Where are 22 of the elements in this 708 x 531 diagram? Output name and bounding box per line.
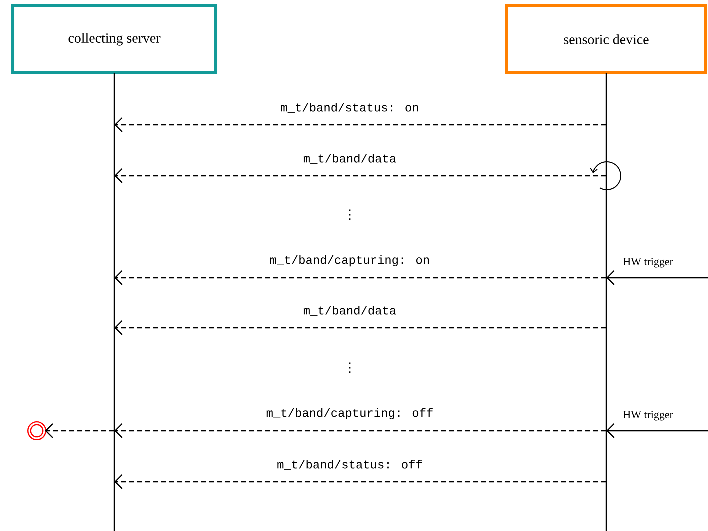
ellipsis: ⋮	[349, 362, 351, 374]
message-arrow	[114, 270, 606, 286]
message-label: m_t/band/status: on	[281, 103, 418, 113]
message-label: m_t/band/capturing: on	[270, 255, 430, 267]
participant-box: collecting server	[12, 4, 218, 74]
message-arrow	[114, 320, 606, 336]
trigger-label: HW trigger	[624, 258, 674, 268]
participant-box: sensoric device	[506, 4, 708, 74]
message-label: m_t/band/status: off	[278, 460, 422, 470]
message-arrow	[114, 168, 606, 184]
message-arrow	[114, 118, 606, 132]
message-arrow	[606, 424, 708, 438]
end-marker	[28, 421, 46, 440]
message-arrow	[45, 424, 114, 438]
message-arrow	[114, 474, 606, 490]
message-label: m_t/band/data	[304, 306, 396, 316]
message-arrow	[114, 424, 606, 438]
ellipsis: ⋮	[349, 210, 351, 220]
trigger-label: HW trigger	[624, 411, 674, 421]
message-arrow	[606, 270, 708, 286]
message-label: m_t/band/capturing: off	[266, 408, 433, 420]
message-label: m_t/band/data	[304, 154, 396, 164]
